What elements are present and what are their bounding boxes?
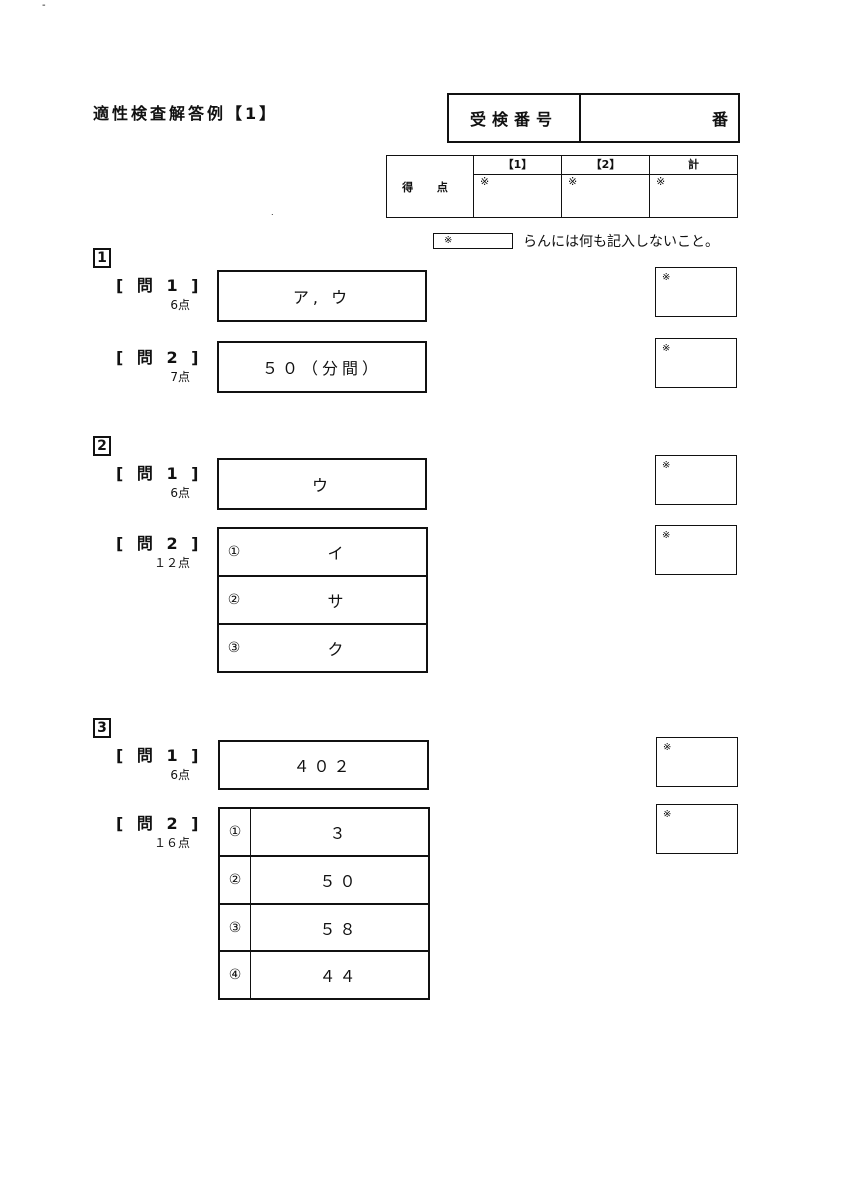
s3-q2-num-4: ④ (220, 952, 251, 998)
s1-q1-answer: ア, ウ (217, 270, 427, 322)
s1-q1-label: [ 問 1 ] (116, 276, 203, 295)
score-cell-2: ※ (561, 174, 650, 218)
s3-q2-row-2: ② ５０ (220, 857, 428, 905)
s3-q2-val-2: ５０ (319, 872, 360, 891)
score-cell-total: ※ (649, 174, 738, 218)
s2-q2-val-2: サ (327, 592, 348, 611)
s3-q2-row-1: ① ３ (220, 809, 428, 857)
s2-q1-mark-box: ※ (655, 455, 737, 505)
score-cell-1: ※ (473, 174, 562, 218)
s2-q2-num-1: ① (227, 544, 241, 560)
s3-q2-answer-grid: ① ３ ② ５０ ③ ５８ ④ ４４ (218, 807, 430, 1000)
s3-q2-row-4: ④ ４４ (220, 952, 428, 998)
s1-q2-answer: ５０（分間） (217, 341, 427, 393)
s3-q2-label: [ 問 2 ] (116, 814, 203, 833)
s3-q1-label: [ 問 1 ] (116, 746, 203, 765)
exam-number-field[interactable]: 番 (581, 95, 738, 141)
s2-q1-label: [ 問 1 ] (116, 464, 203, 483)
s3-q2-mark-box: ※ (656, 804, 738, 854)
s1-q1-points: 6点 (170, 298, 190, 312)
score-head-2: 【2】 (561, 155, 650, 175)
s1-q2-mark-box: ※ (655, 338, 737, 388)
s2-q2-row-3: ③ ク (219, 625, 426, 671)
s1-q2-label: [ 問 2 ] (116, 348, 203, 367)
s3-q2-num-3: ③ (220, 905, 251, 950)
s2-q1-points: 6点 (170, 486, 190, 500)
score-head-1: 【1】 (473, 155, 562, 175)
s2-q2-num-3: ③ (227, 640, 241, 656)
score-table: 得 点 【1】 【2】 計 ※ ※ ※ (386, 155, 738, 218)
s3-q2-points: １６点 (153, 836, 190, 850)
s3-q2-num-2: ② (220, 857, 251, 903)
section-2-number: 2 (93, 436, 111, 456)
stray-dot: . (271, 208, 274, 217)
instruction-note: ※ らんには何も記入しないこと。 (433, 231, 719, 251)
note-text: らんには何も記入しないこと。 (523, 234, 719, 250)
s2-q1-answer: ウ (217, 458, 427, 510)
section-3-number: 3 (93, 718, 111, 738)
s1-q1-mark-box: ※ (655, 267, 737, 317)
score-head-total: 計 (649, 155, 738, 175)
s3-q2-val-1: ３ (329, 824, 350, 843)
s2-q2-num-2: ② (227, 592, 241, 608)
section-1-number: 1 (93, 248, 111, 268)
s2-q2-val-1: イ (327, 544, 348, 563)
exam-number-label: 受検番号 (449, 95, 581, 141)
s3-q2-row-3: ③ ５８ (220, 905, 428, 952)
s3-q2-val-4: ４４ (319, 967, 360, 986)
exam-number-suffix: 番 (711, 110, 728, 129)
s3-q2-val-3: ５８ (319, 919, 360, 939)
s2-q2-points: １２点 (153, 556, 190, 570)
s2-q2-row-1: ① イ (219, 529, 426, 577)
s2-q2-row-2: ② サ (219, 577, 426, 625)
s2-q2-mark-box: ※ (655, 525, 737, 575)
score-label: 得 点 (386, 155, 474, 218)
margin-dash: - (42, 0, 46, 11)
s3-q1-mark-box: ※ (656, 737, 738, 787)
s2-q2-answer-grid: ① イ ② サ ③ ク (217, 527, 428, 673)
s2-q2-label: [ 問 2 ] (116, 534, 203, 553)
s3-q1-answer: ４０２ (218, 740, 429, 790)
exam-number-box: 受検番号 番 (447, 93, 740, 143)
s3-q1-points: 6点 (170, 768, 190, 782)
s2-q2-val-3: ク (327, 640, 348, 659)
note-mark-box: ※ (433, 233, 513, 249)
s1-q2-points: 7点 (170, 370, 190, 384)
s3-q2-num-1: ① (220, 809, 251, 855)
page-title: 適性検査解答例【1】 (93, 104, 279, 123)
